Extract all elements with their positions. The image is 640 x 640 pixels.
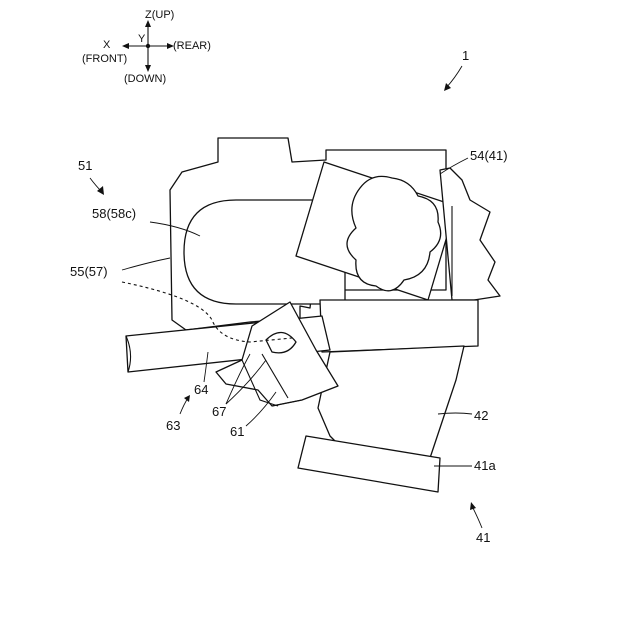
label-51: 51 — [78, 158, 92, 173]
label-41a: 41a — [474, 458, 496, 473]
axis-indicator: Z(UP) Y X (FRONT) (REAR) (DOWN) — [82, 9, 211, 85]
axis-down-label: (DOWN) — [124, 73, 166, 85]
label-67: 67 — [212, 404, 226, 419]
label-54: 54(41) — [470, 148, 508, 163]
axis-z-up-label: Z(UP) — [145, 9, 174, 21]
label-55: 55(57) — [70, 264, 108, 279]
label-42: 42 — [474, 408, 488, 423]
axis-front-label: (FRONT) — [82, 53, 127, 65]
assembly-number-label: 1 — [462, 48, 469, 63]
label-61: 61 — [230, 424, 244, 439]
assembly-reference: 1 — [444, 48, 469, 91]
label-41: 41 — [476, 530, 490, 545]
label-58: 58(58c) — [92, 206, 136, 221]
axis-x-label: X — [103, 39, 111, 51]
label-64: 64 — [194, 382, 208, 397]
axis-rear-label: (REAR) — [173, 40, 211, 52]
axis-y-label: Y — [138, 33, 146, 45]
label-63: 63 — [166, 418, 180, 433]
